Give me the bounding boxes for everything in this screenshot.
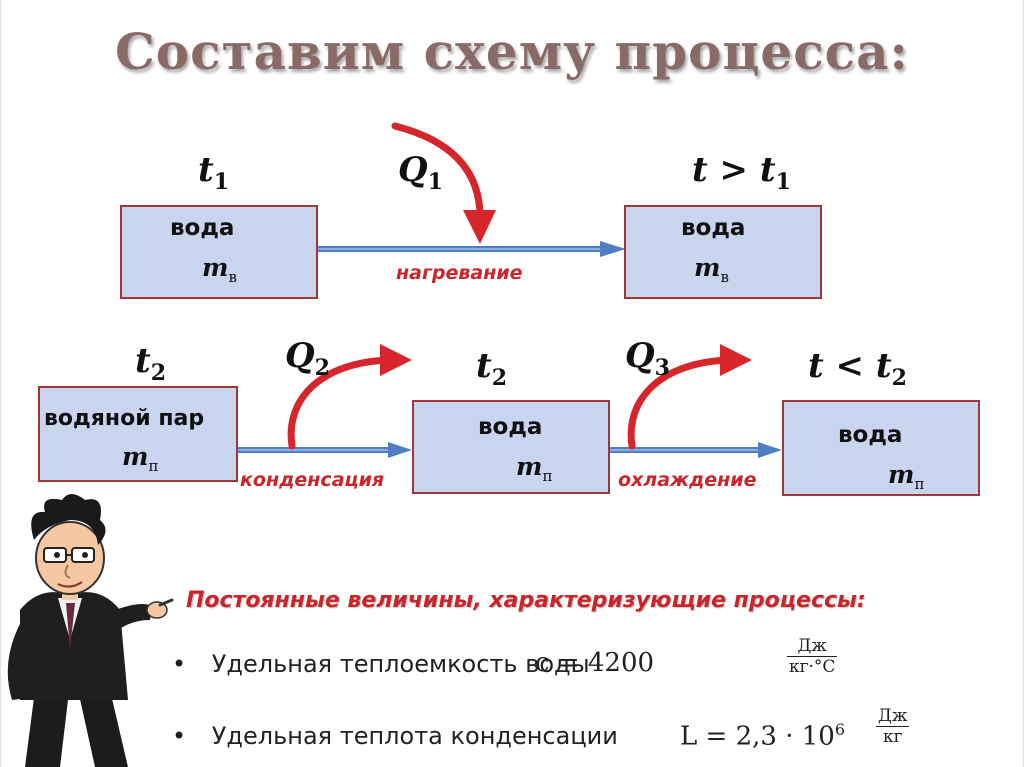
bullet-text: Удельная теплоемкость воды [212, 650, 590, 678]
box-mass: mп [516, 452, 552, 485]
box-mass: mв [202, 253, 237, 286]
row1-temp-t-gt-t1: t > t1 [692, 150, 791, 195]
bullet-icon: • [172, 722, 186, 750]
state-box-water-cooled: вода mп [782, 400, 980, 496]
unit-specific-heat: Дж кг·°C [787, 636, 837, 677]
box-mass: mп [888, 460, 924, 493]
state-box-steam: водяной пар mп [38, 386, 238, 482]
box-mass: mв [694, 253, 729, 286]
process-label-heating: нагревание [396, 262, 523, 284]
row2-heat-q2: Q2 [285, 336, 330, 381]
flow-arrow-condensation [238, 442, 412, 458]
row2-temp-t2-water: t2 [476, 346, 507, 391]
box-label: вода [681, 215, 745, 241]
bullet-text: Удельная теплота конденсации [212, 722, 618, 750]
flow-arrow-heating [318, 241, 626, 257]
process-label-cooling: охлаждение [618, 469, 757, 491]
row1-temp-t1: t1 [198, 150, 229, 195]
box-label: вода [170, 215, 234, 241]
box-label: водяной пар [44, 406, 204, 431]
bullet-condensation-heat: • Удельная теплота конденсации [172, 722, 618, 750]
flow-arrow-cooling [610, 442, 782, 458]
state-box-water-condensed: вода mп [412, 400, 610, 494]
row2-temp-t2-steam: t2 [135, 341, 166, 386]
process-label-condensation: конденсация [240, 469, 384, 491]
box-mass: mп [122, 442, 158, 475]
constants-heading: Постоянные величины, характеризующие про… [186, 588, 866, 613]
unit-condensation-heat: Дж кг [876, 706, 909, 747]
box-label: вода [838, 422, 902, 448]
row2-temp-t-lt-t2: t < t2 [808, 346, 907, 391]
state-box-water-initial: вода mв [120, 205, 318, 299]
box-label: вода [478, 414, 542, 440]
formula-specific-heat: c = 4200 [535, 648, 654, 678]
formula-condensation-heat: L = 2,3 · 106 [680, 720, 845, 752]
row2-heat-q3: Q3 [625, 336, 670, 381]
row1-heat-q1: Q1 [398, 150, 443, 195]
bullet-specific-heat: • Удельная теплоемкость воды [172, 650, 590, 678]
state-box-water-heated: вода mв [624, 205, 822, 299]
bullet-icon: • [172, 650, 186, 678]
